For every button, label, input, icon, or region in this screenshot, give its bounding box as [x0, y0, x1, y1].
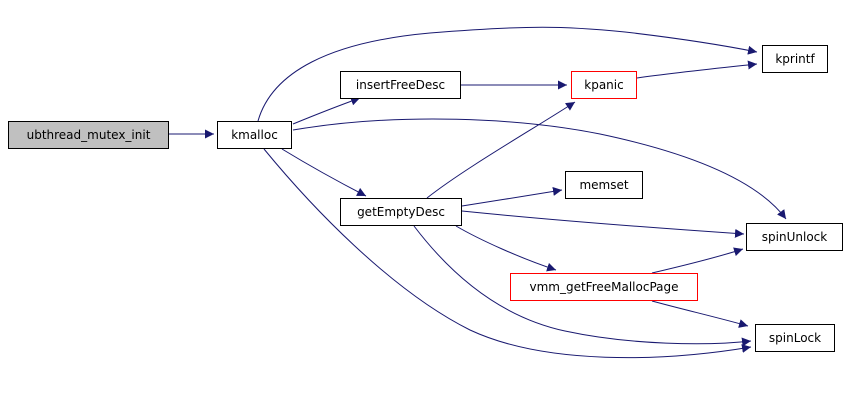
edge-getEmptyDesc-spinUnlock [461, 210, 745, 238]
edge-kmalloc-spinLock [263, 148, 752, 359]
node-label: kmalloc [231, 128, 278, 142]
node-ubthread_mutex_init: ubthread_mutex_init [8, 121, 169, 149]
node-kpanic[interactable]: kpanic [571, 71, 637, 99]
node-vmm_getFreeMallocPage[interactable]: vmm_getFreeMallocPage [510, 273, 698, 301]
node-insertFreeDesc[interactable]: insertFreeDesc [340, 71, 461, 99]
node-label: vmm_getFreeMallocPage [529, 280, 679, 294]
node-label: insertFreeDesc [355, 78, 446, 92]
node-getEmptyDesc[interactable]: getEmptyDesc [340, 198, 462, 226]
edge-vmm_getFreeMallocPage-spinUnlock [651, 247, 744, 274]
edge-kmalloc-getEmptyDesc [281, 148, 367, 197]
edge-kmalloc-insertFreeDesc [292, 96, 361, 125]
node-label: kprintf [775, 52, 815, 66]
edge-getEmptyDesc-spinLock [413, 225, 752, 347]
node-spinUnlock[interactable]: spinUnlock [746, 223, 843, 251]
node-label: getEmptyDesc [357, 205, 445, 219]
edge-getEmptyDesc-vmm_getFreeMallocPage [455, 225, 557, 272]
edge-kpanic-kprintf [636, 60, 758, 79]
edge-getEmptyDesc-memset [461, 186, 563, 207]
node-kmalloc[interactable]: kmalloc [217, 121, 292, 149]
node-label: memset [579, 178, 629, 192]
edge-kmalloc-spinUnlock [292, 118, 787, 220]
node-label: spinUnlock [761, 230, 828, 244]
edge-getEmptyDesc-kpanic [426, 101, 576, 199]
node-label: spinLock [768, 331, 822, 345]
node-memset[interactable]: memset [565, 171, 643, 199]
node-kprintf[interactable]: kprintf [762, 45, 828, 73]
node-label: kpanic [584, 78, 624, 92]
edge-vmm_getFreeMallocPage-spinLock [651, 300, 749, 328]
edge-kmalloc-kprintf [257, 26, 758, 122]
node-spinLock[interactable]: spinLock [755, 324, 835, 352]
node-label: ubthread_mutex_init [26, 128, 151, 142]
